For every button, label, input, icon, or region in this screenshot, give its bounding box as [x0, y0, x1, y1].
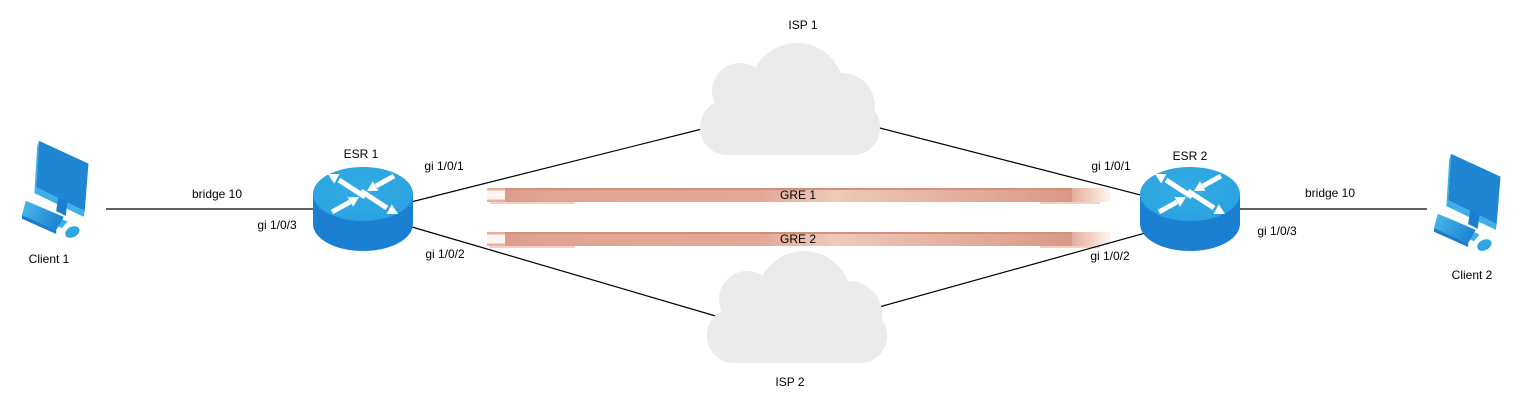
connection-lines — [106, 126, 1427, 318]
esr2-router-icon — [1140, 167, 1240, 251]
link-isp1-esr2 — [875, 126, 1169, 203]
esr1-router-icon — [313, 167, 413, 251]
isp1-label: ISP 1 — [788, 18, 818, 32]
isp2-label: ISP 2 — [775, 375, 805, 389]
esr2-gi-1-0-2-label: gi 1/0/2 — [1090, 249, 1130, 263]
client1-computer-icon — [22, 140, 89, 241]
link-esr1-isp1 — [410, 127, 707, 203]
esr1-gi-1-0-3-label: gi 1/0/3 — [257, 218, 297, 232]
esr1-gi-1-0-2-label: gi 1/0/2 — [425, 247, 465, 261]
isp2-cloud-icon — [707, 251, 887, 363]
client2-computer-icon — [1434, 153, 1501, 254]
bridge10-label-left: bridge 10 — [191, 187, 243, 201]
esr1-label: ESR 1 — [343, 147, 379, 161]
client2-label: Client 2 — [1451, 268, 1493, 282]
gre2-tunnel-label: GRE 2 — [779, 232, 817, 246]
client1-label: Client 1 — [28, 252, 70, 266]
isp1-cloud-icon — [700, 43, 880, 155]
link-esr1-isp2 — [411, 226, 720, 318]
bridge10-label-right: bridge 10 — [1304, 186, 1356, 200]
gre1-tunnel-label: GRE 1 — [779, 188, 817, 202]
esr2-label: ESR 2 — [1172, 149, 1208, 163]
esr2-gi-1-0-3-label: gi 1/0/3 — [1257, 224, 1297, 238]
link-isp2-esr2 — [860, 226, 1168, 313]
esr2-gi-1-0-1-label: gi 1/0/1 — [1091, 159, 1131, 173]
esr1-gi-1-0-1-label: gi 1/0/1 — [424, 159, 464, 173]
